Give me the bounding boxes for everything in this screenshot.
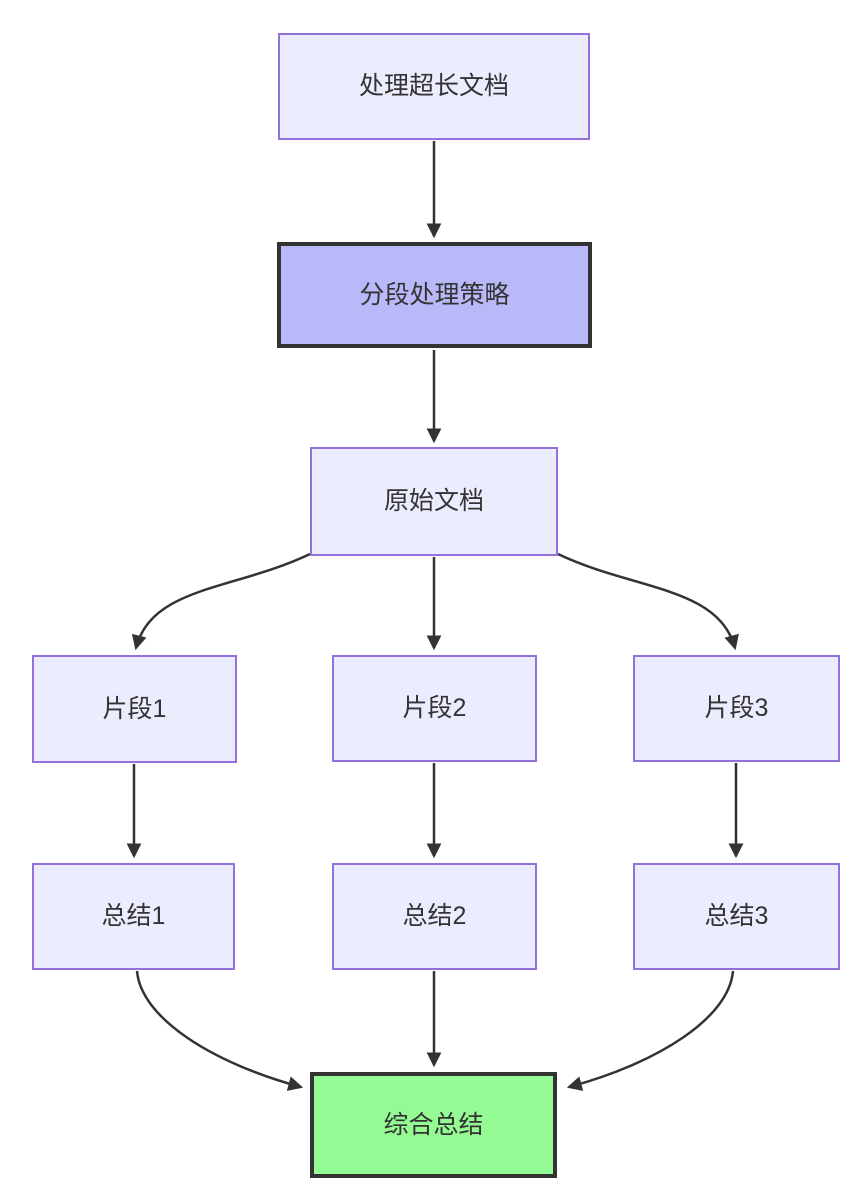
node-summary-1: 总结1 xyxy=(32,863,235,970)
node-segmentation-strategy: 分段处理策略 xyxy=(277,242,592,348)
node-summary-2: 总结2 xyxy=(332,863,537,970)
edge-E3-F xyxy=(566,970,735,1091)
node-label: 原始文档 xyxy=(383,487,484,516)
node-label: 分段处理策略 xyxy=(359,280,510,309)
edge-E1-F xyxy=(135,970,304,1091)
node-original-document: 原始文档 xyxy=(310,447,558,556)
node-segment-1: 片段1 xyxy=(32,655,237,763)
node-combined-summary: 综合总结 xyxy=(310,1072,557,1178)
node-label: 片段3 xyxy=(704,694,769,723)
node-label: 总结1 xyxy=(101,902,166,931)
edge-C-D1 xyxy=(131,552,311,651)
node-segment-3: 片段3 xyxy=(633,655,840,762)
node-process-long-document: 处理超长文档 xyxy=(278,33,590,140)
edge-C-D3 xyxy=(557,552,739,651)
node-segment-2: 片段2 xyxy=(332,655,537,762)
node-label: 片段2 xyxy=(402,694,467,723)
node-label: 片段1 xyxy=(102,694,167,723)
node-summary-3: 总结3 xyxy=(633,863,840,970)
node-label: 总结2 xyxy=(402,902,467,931)
node-label: 综合总结 xyxy=(383,1110,484,1139)
node-label: 处理超长文档 xyxy=(358,72,509,101)
node-label: 总结3 xyxy=(704,902,769,931)
